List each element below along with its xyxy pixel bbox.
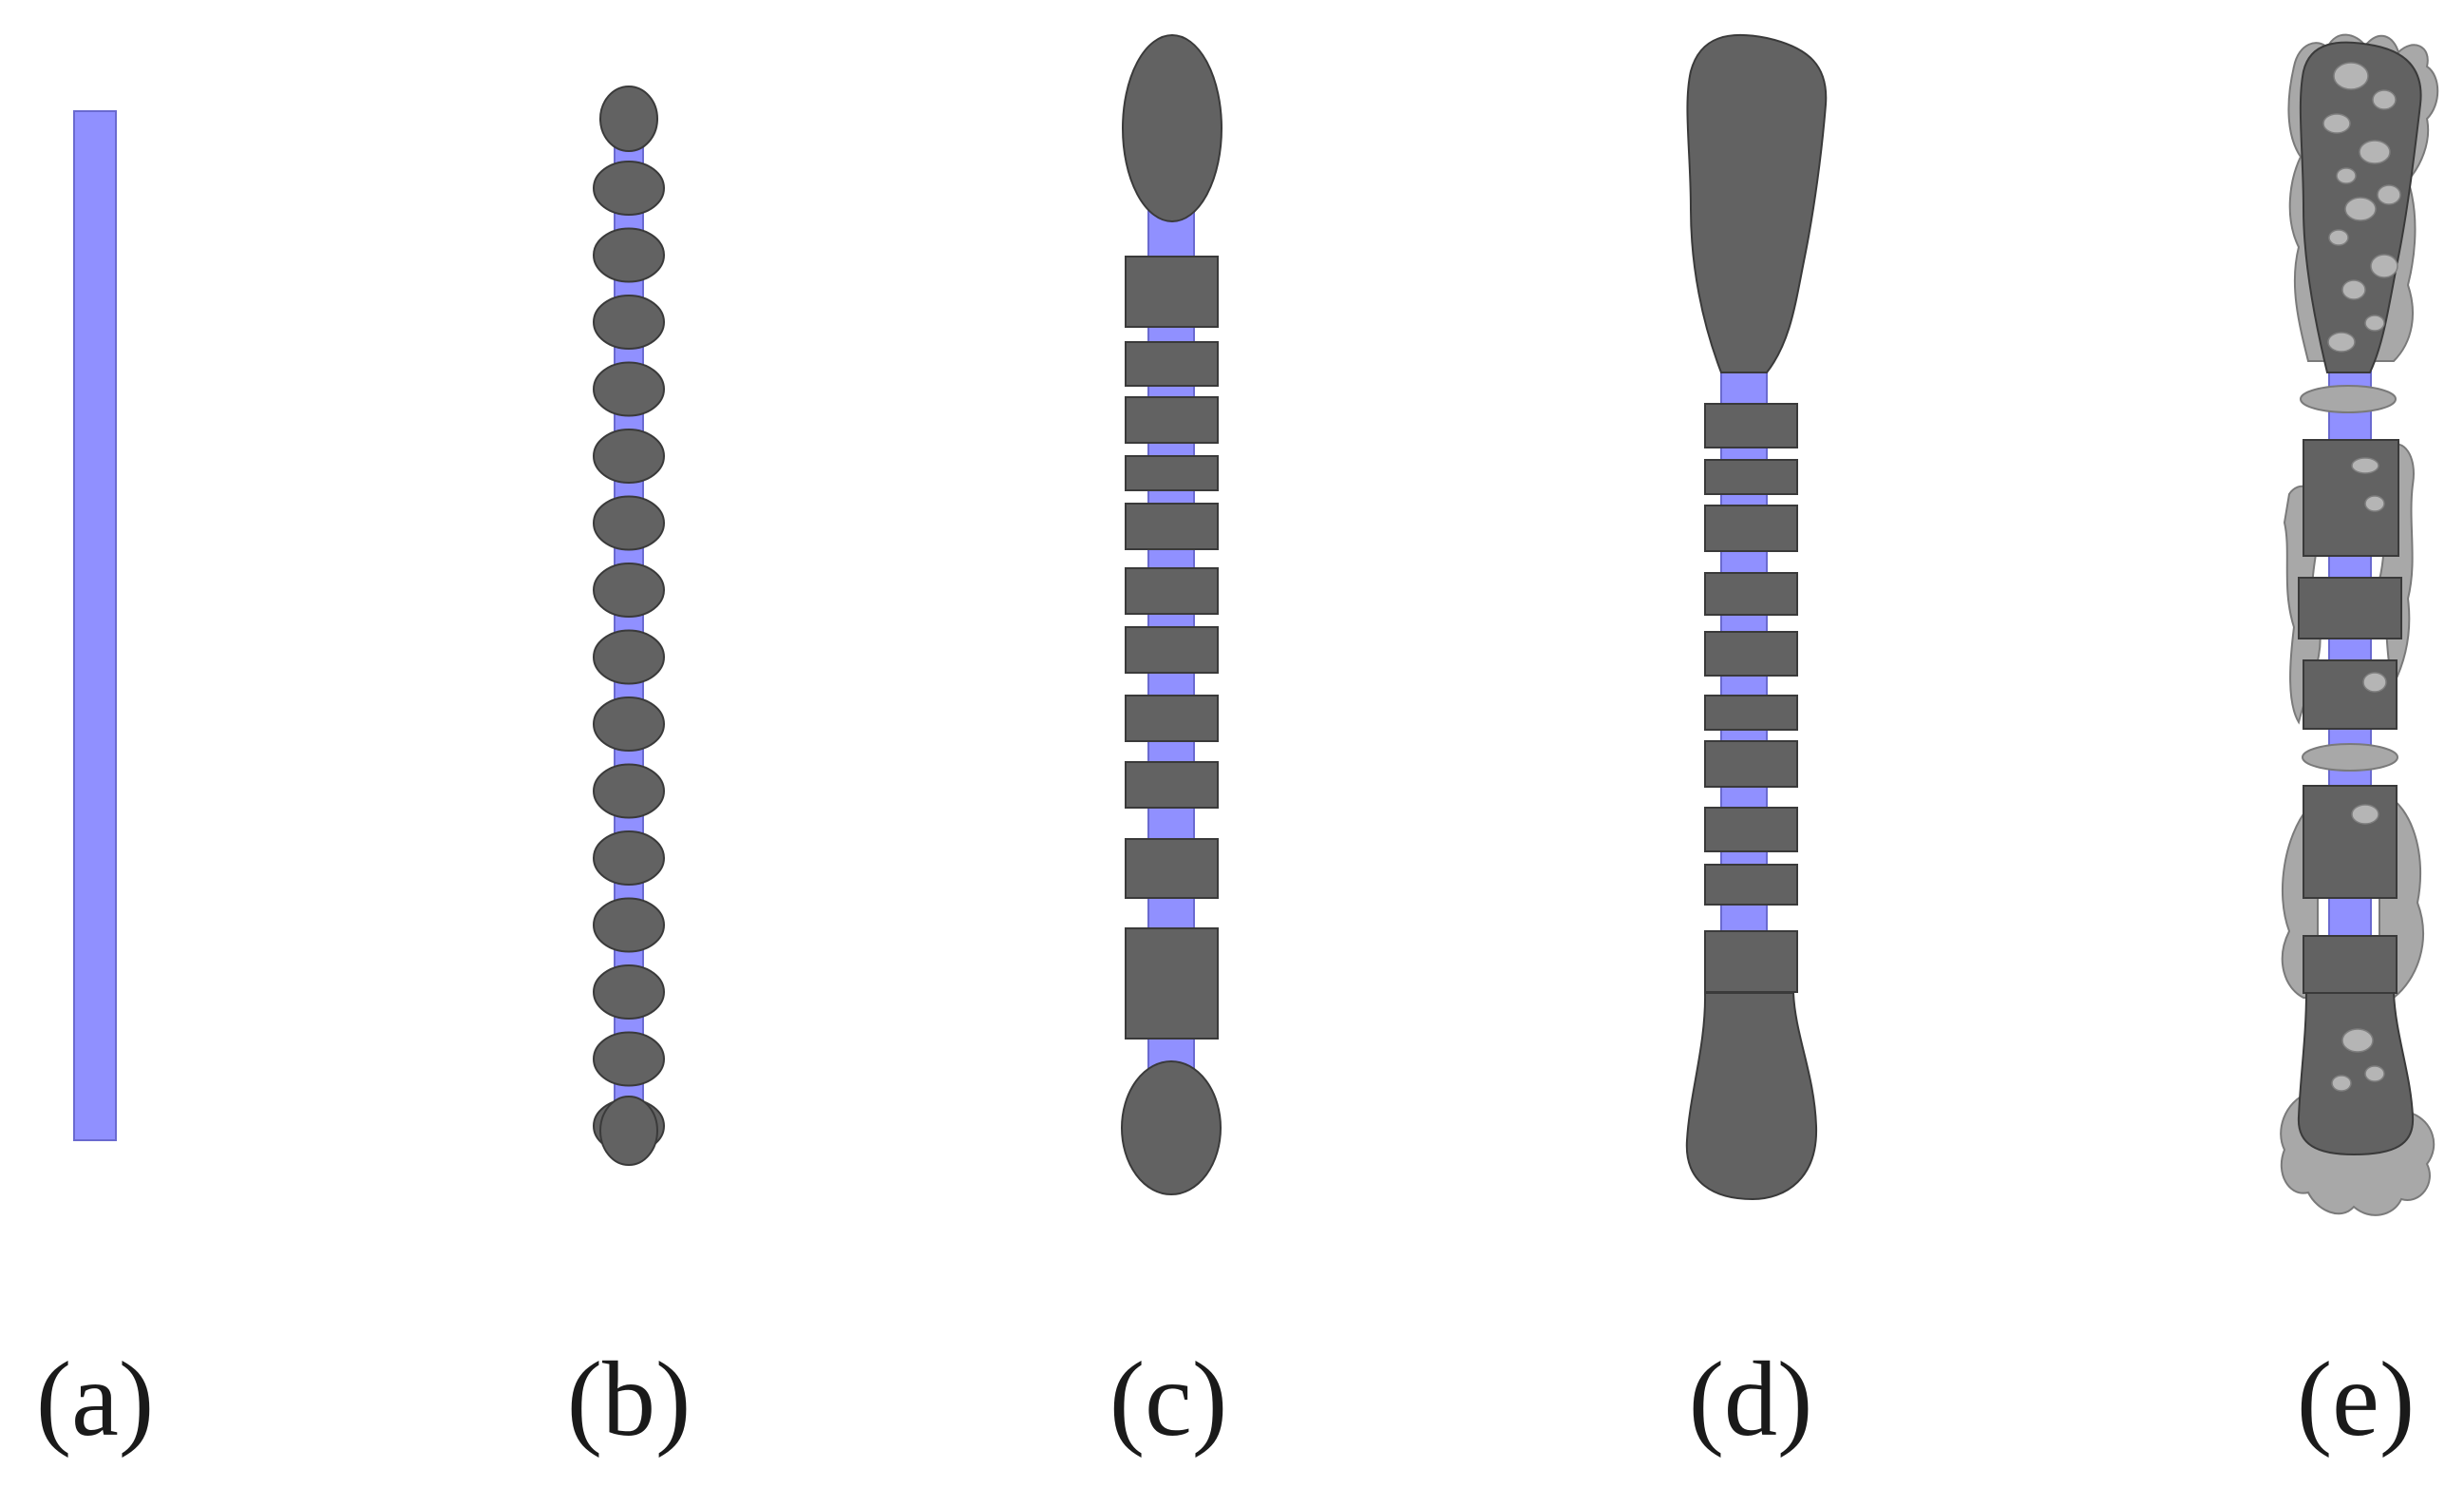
bead — [593, 295, 665, 350]
bottom-porous-end — [2297, 992, 2415, 1156]
block — [1125, 761, 1219, 809]
block — [1125, 626, 1219, 674]
block — [1125, 341, 1219, 387]
block — [1125, 503, 1219, 550]
pore — [2322, 113, 2351, 134]
bead — [593, 361, 665, 417]
bead — [599, 86, 658, 152]
panel-label-e: (e) — [2297, 1341, 2415, 1459]
porous-block — [2303, 785, 2398, 899]
bead — [593, 563, 665, 618]
bead — [593, 227, 665, 283]
porous-block — [2298, 577, 2402, 639]
block — [1125, 927, 1219, 1040]
block — [1704, 695, 1798, 731]
block — [1704, 807, 1798, 852]
pore — [2364, 495, 2385, 512]
pore — [2351, 804, 2379, 825]
panel-label-b: (b) — [567, 1341, 692, 1459]
bead — [593, 495, 665, 551]
pore — [2333, 62, 2369, 90]
bead — [593, 696, 665, 752]
block — [1125, 838, 1219, 899]
pore — [2341, 279, 2366, 300]
panel-a-diagram — [73, 110, 117, 1141]
bead — [593, 964, 665, 1020]
panel-label-a: (a) — [36, 1341, 154, 1459]
panel-label-d: (d) — [1689, 1341, 1813, 1459]
bead — [599, 1096, 658, 1166]
bead — [593, 763, 665, 819]
pore — [2327, 332, 2356, 353]
bottom-bone-end — [1685, 992, 1818, 1201]
bead-stack — [593, 86, 665, 1166]
block — [1125, 396, 1219, 444]
pore — [2351, 457, 2379, 474]
bottom-end-bulb — [1121, 1060, 1222, 1195]
pore — [2331, 1075, 2352, 1092]
bead — [593, 629, 665, 685]
rod-d — [1720, 351, 1768, 1018]
block — [1704, 740, 1798, 788]
callus-ring-2 — [2302, 743, 2398, 772]
pore — [2359, 140, 2391, 164]
block — [1125, 695, 1219, 742]
bead — [593, 830, 665, 886]
block-stack — [1125, 256, 1219, 1040]
panel-d-diagram — [1685, 33, 1828, 1201]
porous-block — [2303, 935, 2398, 994]
pore — [2341, 1028, 2374, 1053]
bead — [593, 429, 665, 484]
rod-a — [73, 110, 117, 1141]
porous-block — [2303, 659, 2398, 730]
bead — [593, 1031, 665, 1087]
block-stack — [1704, 403, 1798, 993]
block — [1704, 505, 1798, 552]
block — [1704, 930, 1798, 993]
pore — [2364, 1065, 2385, 1082]
pore — [2372, 89, 2397, 110]
callus-ring-1 — [2300, 385, 2397, 413]
bead — [593, 897, 665, 953]
pore — [2336, 167, 2357, 184]
block — [1704, 864, 1798, 906]
top-bone-end — [1686, 33, 1828, 373]
block — [1704, 403, 1798, 448]
pore — [2377, 184, 2401, 205]
block — [1125, 256, 1219, 328]
panel-c-diagram — [1121, 34, 1223, 1195]
pore — [2362, 672, 2387, 693]
panel-e-diagram — [2280, 33, 2439, 1216]
block — [1125, 567, 1219, 615]
block — [1704, 459, 1798, 495]
pore — [2364, 315, 2385, 332]
pore — [2370, 254, 2398, 278]
panel-b-diagram — [593, 86, 665, 1166]
block — [1704, 631, 1798, 677]
panel-label-c: (c) — [1109, 1341, 1227, 1459]
block — [1125, 455, 1219, 491]
block — [1704, 572, 1798, 616]
top-end-bulb — [1122, 34, 1223, 222]
pore — [2344, 197, 2377, 221]
pore-field — [2322, 62, 2401, 1092]
bead — [593, 161, 665, 216]
porous-block — [2303, 439, 2399, 557]
pore — [2328, 229, 2349, 246]
